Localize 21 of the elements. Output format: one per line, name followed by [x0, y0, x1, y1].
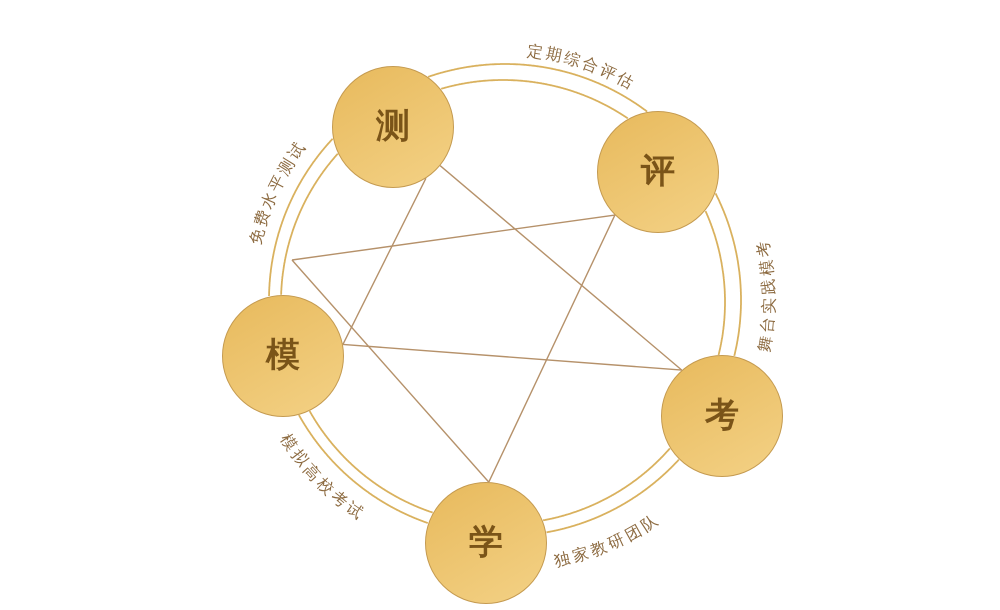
- star-line: [440, 165, 682, 371]
- edge-label: 免费水平测试: [244, 136, 310, 246]
- edge-label: 定期综合评估: [526, 40, 640, 94]
- ring-arc: [542, 448, 680, 534]
- star-line: [292, 214, 615, 261]
- star-line: [291, 260, 490, 483]
- ring-arc: [298, 410, 434, 524]
- node-label: 评: [641, 153, 675, 191]
- star-line: [342, 178, 427, 345]
- star-line: [488, 214, 616, 482]
- ring-arc: [704, 192, 742, 357]
- edge-label: 模拟高校考试: [277, 430, 370, 524]
- ring-arc: [427, 63, 648, 120]
- star-line: [342, 344, 682, 371]
- node-label: 学: [469, 524, 503, 562]
- edge-label: 独家教研团队: [552, 508, 664, 570]
- ring-arc: [268, 138, 339, 297]
- node-label: 考: [705, 397, 739, 435]
- node-label: 测: [376, 108, 410, 146]
- node-label: 模: [266, 337, 300, 375]
- edge-label: 舞台实践模考: [752, 236, 778, 354]
